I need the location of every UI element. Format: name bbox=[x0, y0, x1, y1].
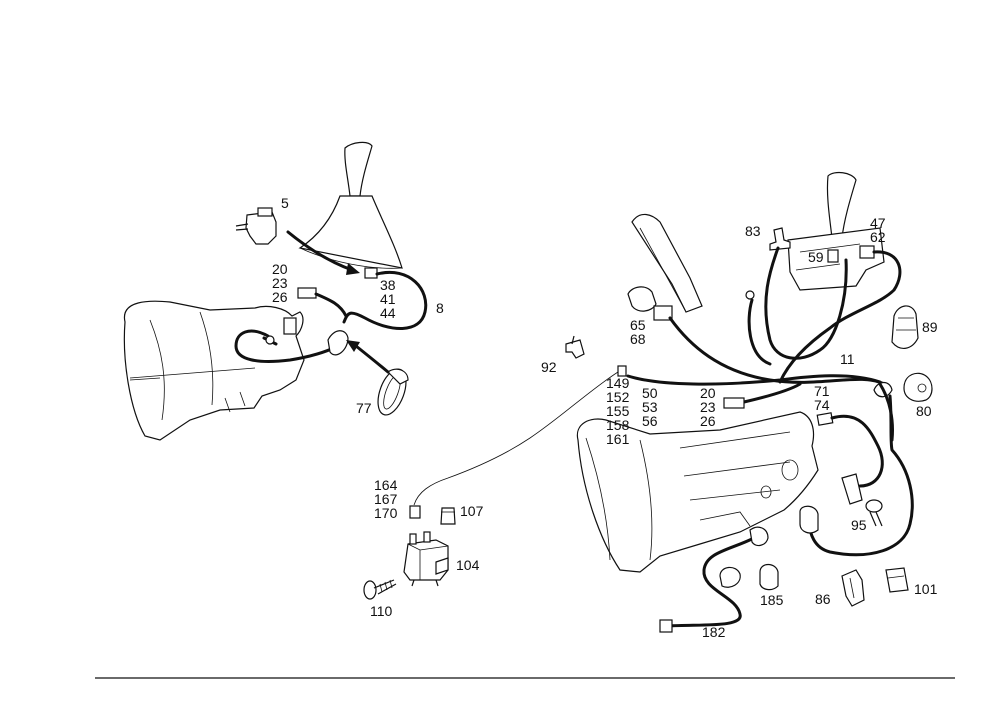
grommet-77 bbox=[377, 368, 409, 416]
label-23-right: 23 bbox=[700, 399, 716, 415]
plug-80 bbox=[903, 372, 933, 402]
label-167: 167 bbox=[374, 491, 398, 507]
label-107: 107 bbox=[460, 503, 484, 519]
label-77: 77 bbox=[356, 400, 372, 416]
clip-101 bbox=[885, 567, 909, 593]
label-161: 161 bbox=[606, 431, 630, 447]
switch-part-5 bbox=[235, 207, 277, 245]
label-20-right: 20 bbox=[700, 385, 716, 401]
label-86: 86 bbox=[815, 591, 831, 607]
wire-harness-182 bbox=[666, 536, 756, 628]
label-62: 62 bbox=[870, 229, 886, 245]
label-56: 56 bbox=[642, 413, 658, 429]
label-164: 164 bbox=[374, 477, 398, 493]
label-44: 44 bbox=[380, 305, 396, 321]
label-149: 149 bbox=[606, 375, 630, 391]
transmission-housing-left bbox=[123, 300, 305, 441]
label-101: 101 bbox=[914, 581, 938, 597]
label-47: 47 bbox=[870, 215, 886, 231]
label-41: 41 bbox=[380, 291, 396, 307]
transmission-housing-right bbox=[576, 411, 819, 573]
label-23-left: 23 bbox=[272, 275, 288, 291]
connector-164 bbox=[409, 505, 421, 519]
label-50: 50 bbox=[642, 385, 658, 401]
bracket-92 bbox=[565, 335, 585, 359]
thin-cable bbox=[413, 371, 619, 506]
label-104: 104 bbox=[456, 557, 480, 573]
sensor-89 bbox=[891, 305, 919, 349]
label-26-left: 26 bbox=[272, 289, 288, 305]
label-152: 152 bbox=[606, 389, 630, 405]
label-65: 65 bbox=[630, 317, 646, 333]
label-38: 38 bbox=[380, 277, 396, 293]
arrow-5 bbox=[286, 230, 354, 272]
wire-harness-11 bbox=[764, 246, 848, 360]
label-95: 95 bbox=[851, 517, 867, 533]
label-5: 5 bbox=[281, 195, 289, 211]
label-8: 8 bbox=[436, 300, 444, 316]
accelerator-pedal bbox=[631, 213, 703, 313]
connector-20-right bbox=[723, 397, 745, 409]
connector-47 bbox=[859, 245, 875, 259]
label-71: 71 bbox=[814, 383, 830, 399]
label-89: 89 bbox=[922, 319, 938, 335]
gear-shift-lever-left bbox=[298, 141, 403, 269]
label-11: 11 bbox=[840, 351, 855, 367]
label-182: 182 bbox=[702, 624, 726, 640]
wire-loop-left bbox=[234, 329, 340, 363]
relay-104 bbox=[403, 531, 449, 587]
label-110: 110 bbox=[370, 603, 393, 619]
cap-plug bbox=[799, 505, 819, 534]
gear-shift-lever-right bbox=[787, 171, 885, 291]
plug-107 bbox=[440, 507, 456, 525]
label-155: 155 bbox=[606, 403, 630, 419]
arrow-77 bbox=[354, 344, 390, 374]
switch-83 bbox=[769, 227, 791, 251]
grommet-185 bbox=[759, 563, 779, 591]
label-83: 83 bbox=[745, 223, 761, 239]
wire-loop-right bbox=[830, 414, 884, 488]
connector-65 bbox=[627, 286, 673, 321]
connector-182 bbox=[659, 619, 673, 633]
screw-110 bbox=[363, 579, 397, 600]
switch-86 bbox=[841, 569, 865, 607]
connector-38 bbox=[364, 267, 378, 279]
label-170: 170 bbox=[374, 505, 398, 521]
connector-71 bbox=[816, 412, 834, 426]
connector-plug-left bbox=[327, 330, 349, 356]
grommet-182 bbox=[719, 566, 741, 588]
label-158: 158 bbox=[606, 417, 630, 433]
label-185: 185 bbox=[760, 592, 784, 608]
label-80: 80 bbox=[916, 403, 932, 419]
connector-59 bbox=[827, 249, 839, 263]
label-74: 74 bbox=[814, 397, 830, 413]
bracket-95 bbox=[841, 473, 883, 527]
wire-harness-8 bbox=[342, 271, 428, 330]
label-20-left: 20 bbox=[272, 261, 288, 277]
label-68: 68 bbox=[630, 331, 646, 347]
label-59: 59 bbox=[808, 249, 824, 265]
connector-20-left bbox=[297, 287, 317, 299]
label-53: 53 bbox=[642, 399, 658, 415]
label-92: 92 bbox=[541, 359, 557, 375]
label-26-right: 26 bbox=[700, 413, 716, 429]
